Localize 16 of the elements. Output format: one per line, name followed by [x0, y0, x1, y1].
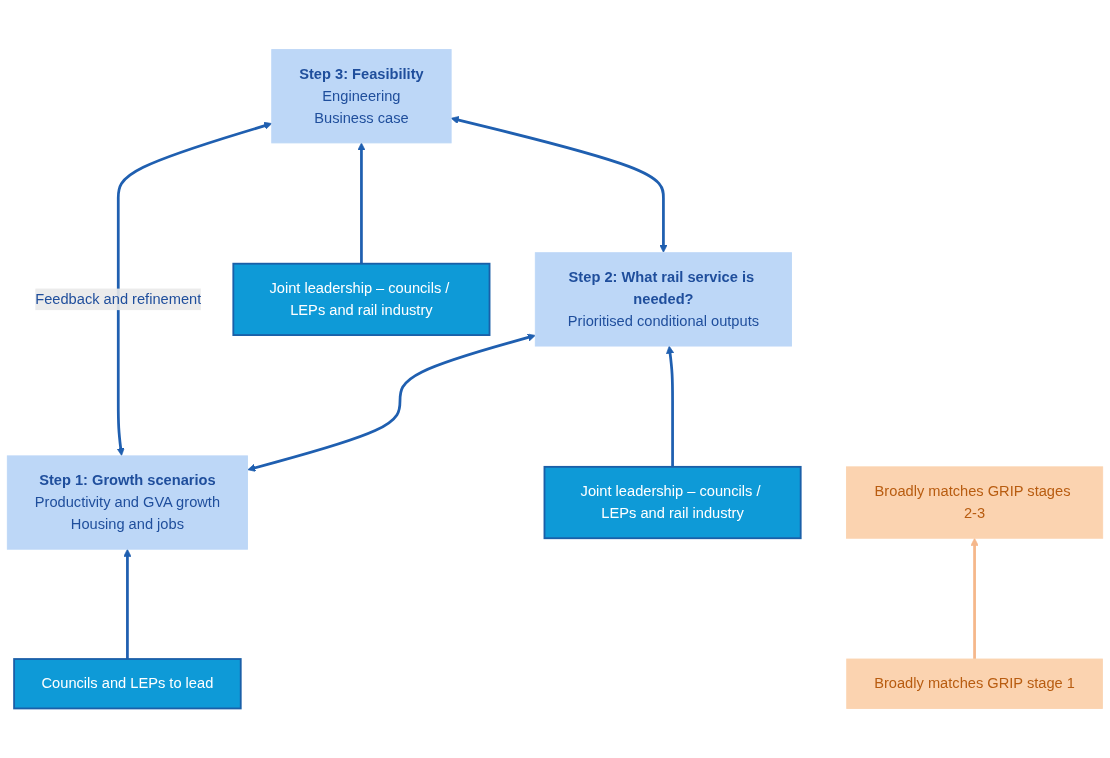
arrow: [666, 345, 675, 467]
node-box: Broadly matches GRIP stages 2-3: [846, 466, 1104, 539]
arrow: [970, 537, 979, 660]
node-box: Broadly matches GRIP stage 1: [846, 658, 1103, 709]
arrow: [247, 333, 536, 472]
node-box: Step 3: Feasibility Engineering Business case: [271, 49, 452, 144]
node-box: Step 2: What rail service is needed? Prioritised conditional outputs: [534, 252, 792, 347]
arrow: [116, 121, 273, 456]
node-box: Step 1: Growth scenarios Productivity and GVA growth Housing and jobs: [6, 455, 248, 550]
arrow: [450, 116, 668, 253]
arrow: [123, 548, 132, 660]
arrow: [357, 142, 366, 264]
node-box: Councils and LEPs to lead: [13, 658, 242, 710]
edge-label: Feedback and refinement: [35, 291, 202, 307]
node-box: Joint leadership – councils / LEPs and rail industry: [232, 262, 491, 336]
node-box: Joint leadership – councils / LEPs and rail industry: [543, 465, 802, 540]
